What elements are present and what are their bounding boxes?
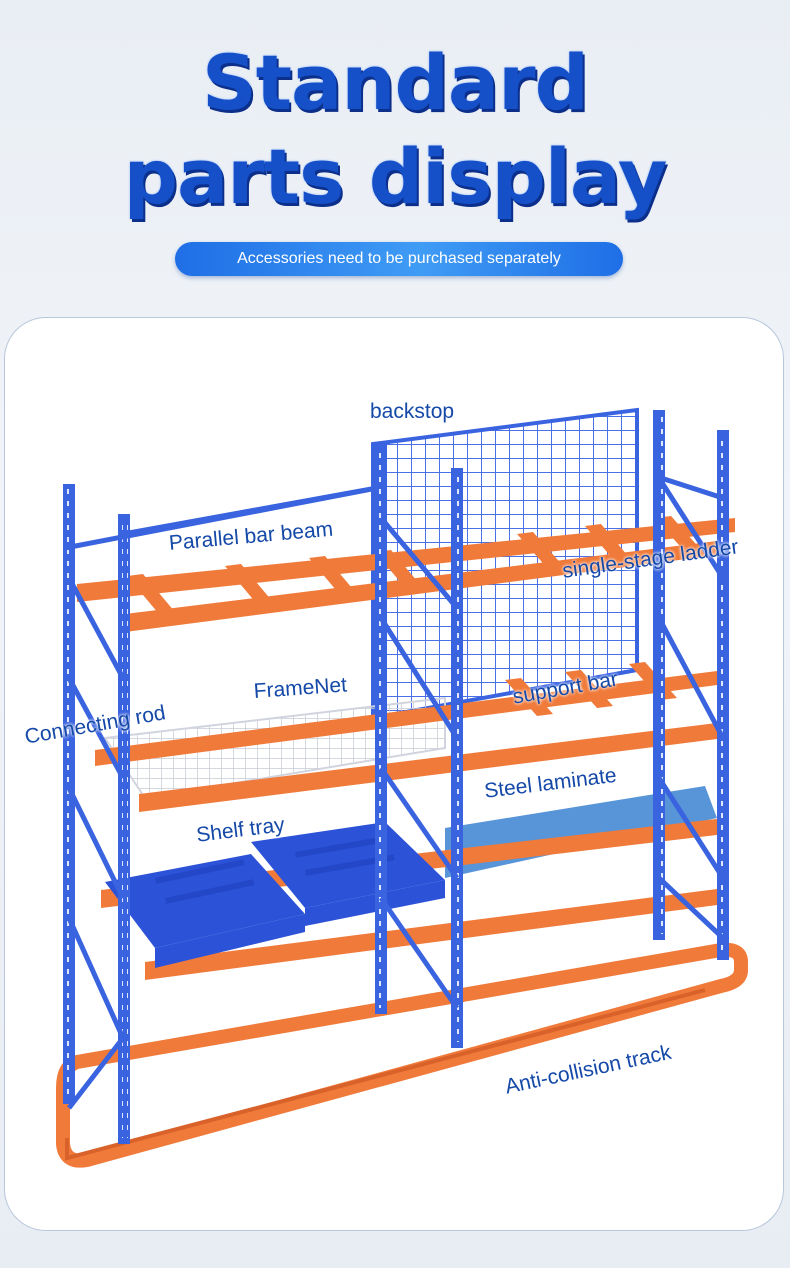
page-title-line2: parts display [123,132,668,221]
label-backstop: backstop [370,400,455,423]
page-title-line1: Standard [201,38,589,127]
subtitle-badge: Accessories need to be purchased separat… [175,242,623,276]
shelf-tray-pallets [105,822,445,968]
rack-diagram-card: backstop Parallel bar beam single-stage … [4,317,784,1231]
rack-bracing [64,475,726,1110]
rack-illustration [56,407,748,1168]
framenet-level [95,662,725,812]
